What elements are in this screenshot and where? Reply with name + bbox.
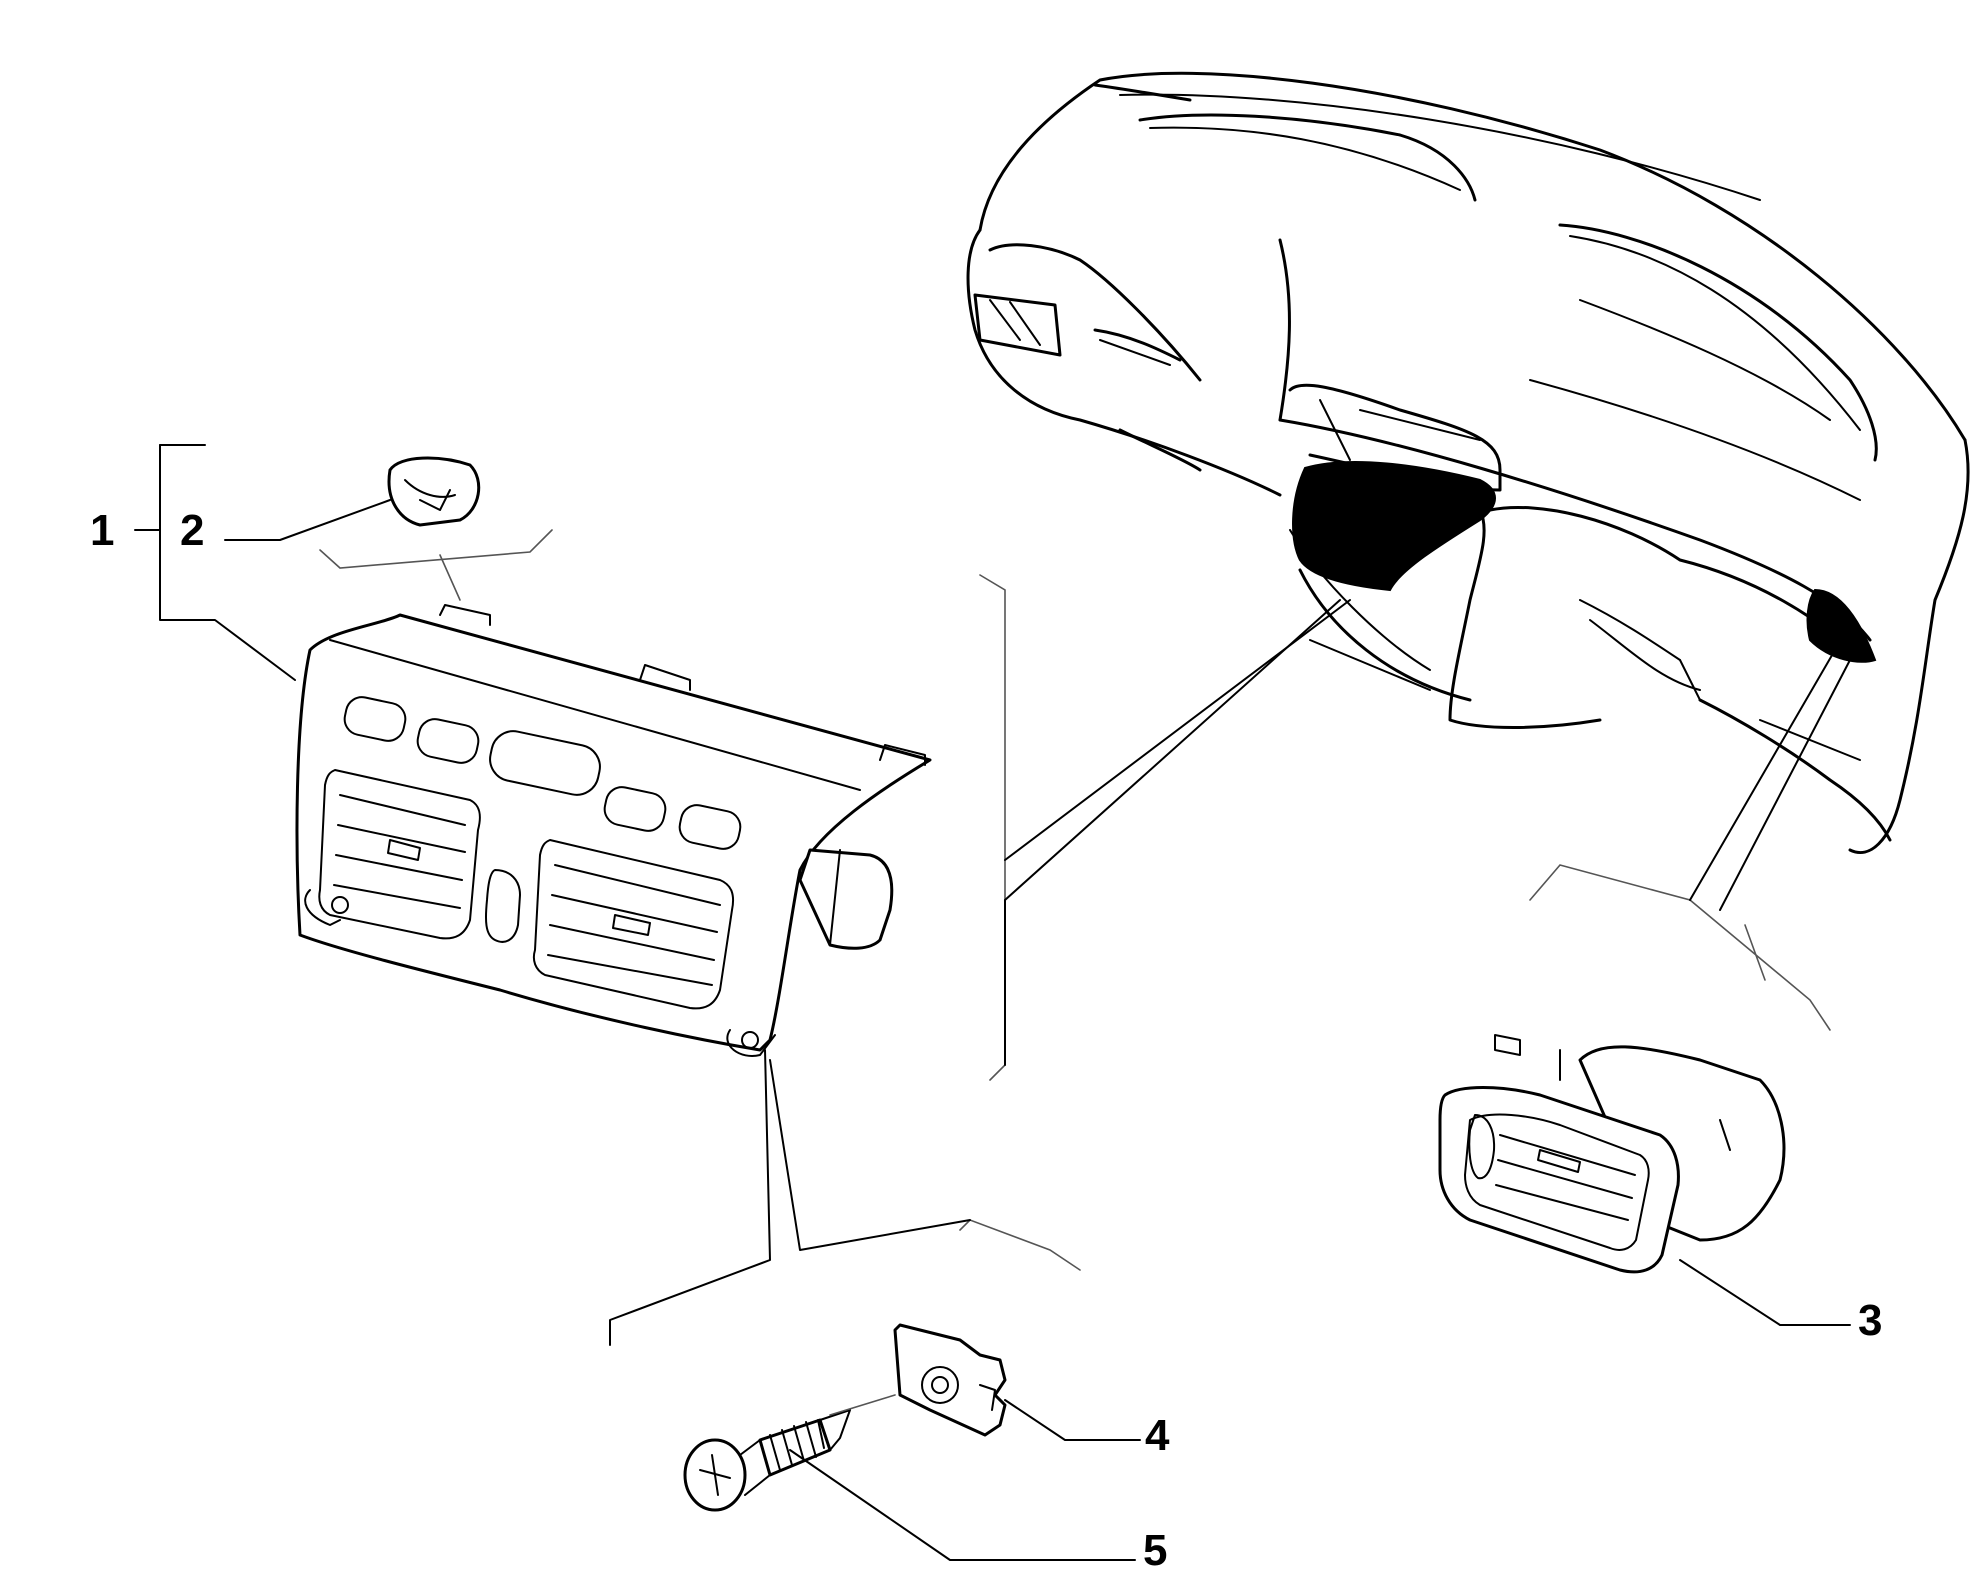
callout-label-1: 1 <box>90 506 114 555</box>
leader-lines <box>134 444 1851 1561</box>
screw-part-5 <box>683 1409 851 1512</box>
dashboard-assembly <box>966 71 1970 854</box>
callout-label-4: 4 <box>1145 1411 1170 1460</box>
callout-label-2: 2 <box>180 506 204 555</box>
clip-nut-part-4 <box>893 1323 1007 1437</box>
centre-vent-panel <box>295 604 932 1057</box>
callout-label-5: 5 <box>1143 1526 1167 1566</box>
side-vent-part-3 <box>1438 1034 1786 1274</box>
callout-label-3: 3 <box>1858 1296 1882 1345</box>
clip-part-2 <box>387 456 481 527</box>
